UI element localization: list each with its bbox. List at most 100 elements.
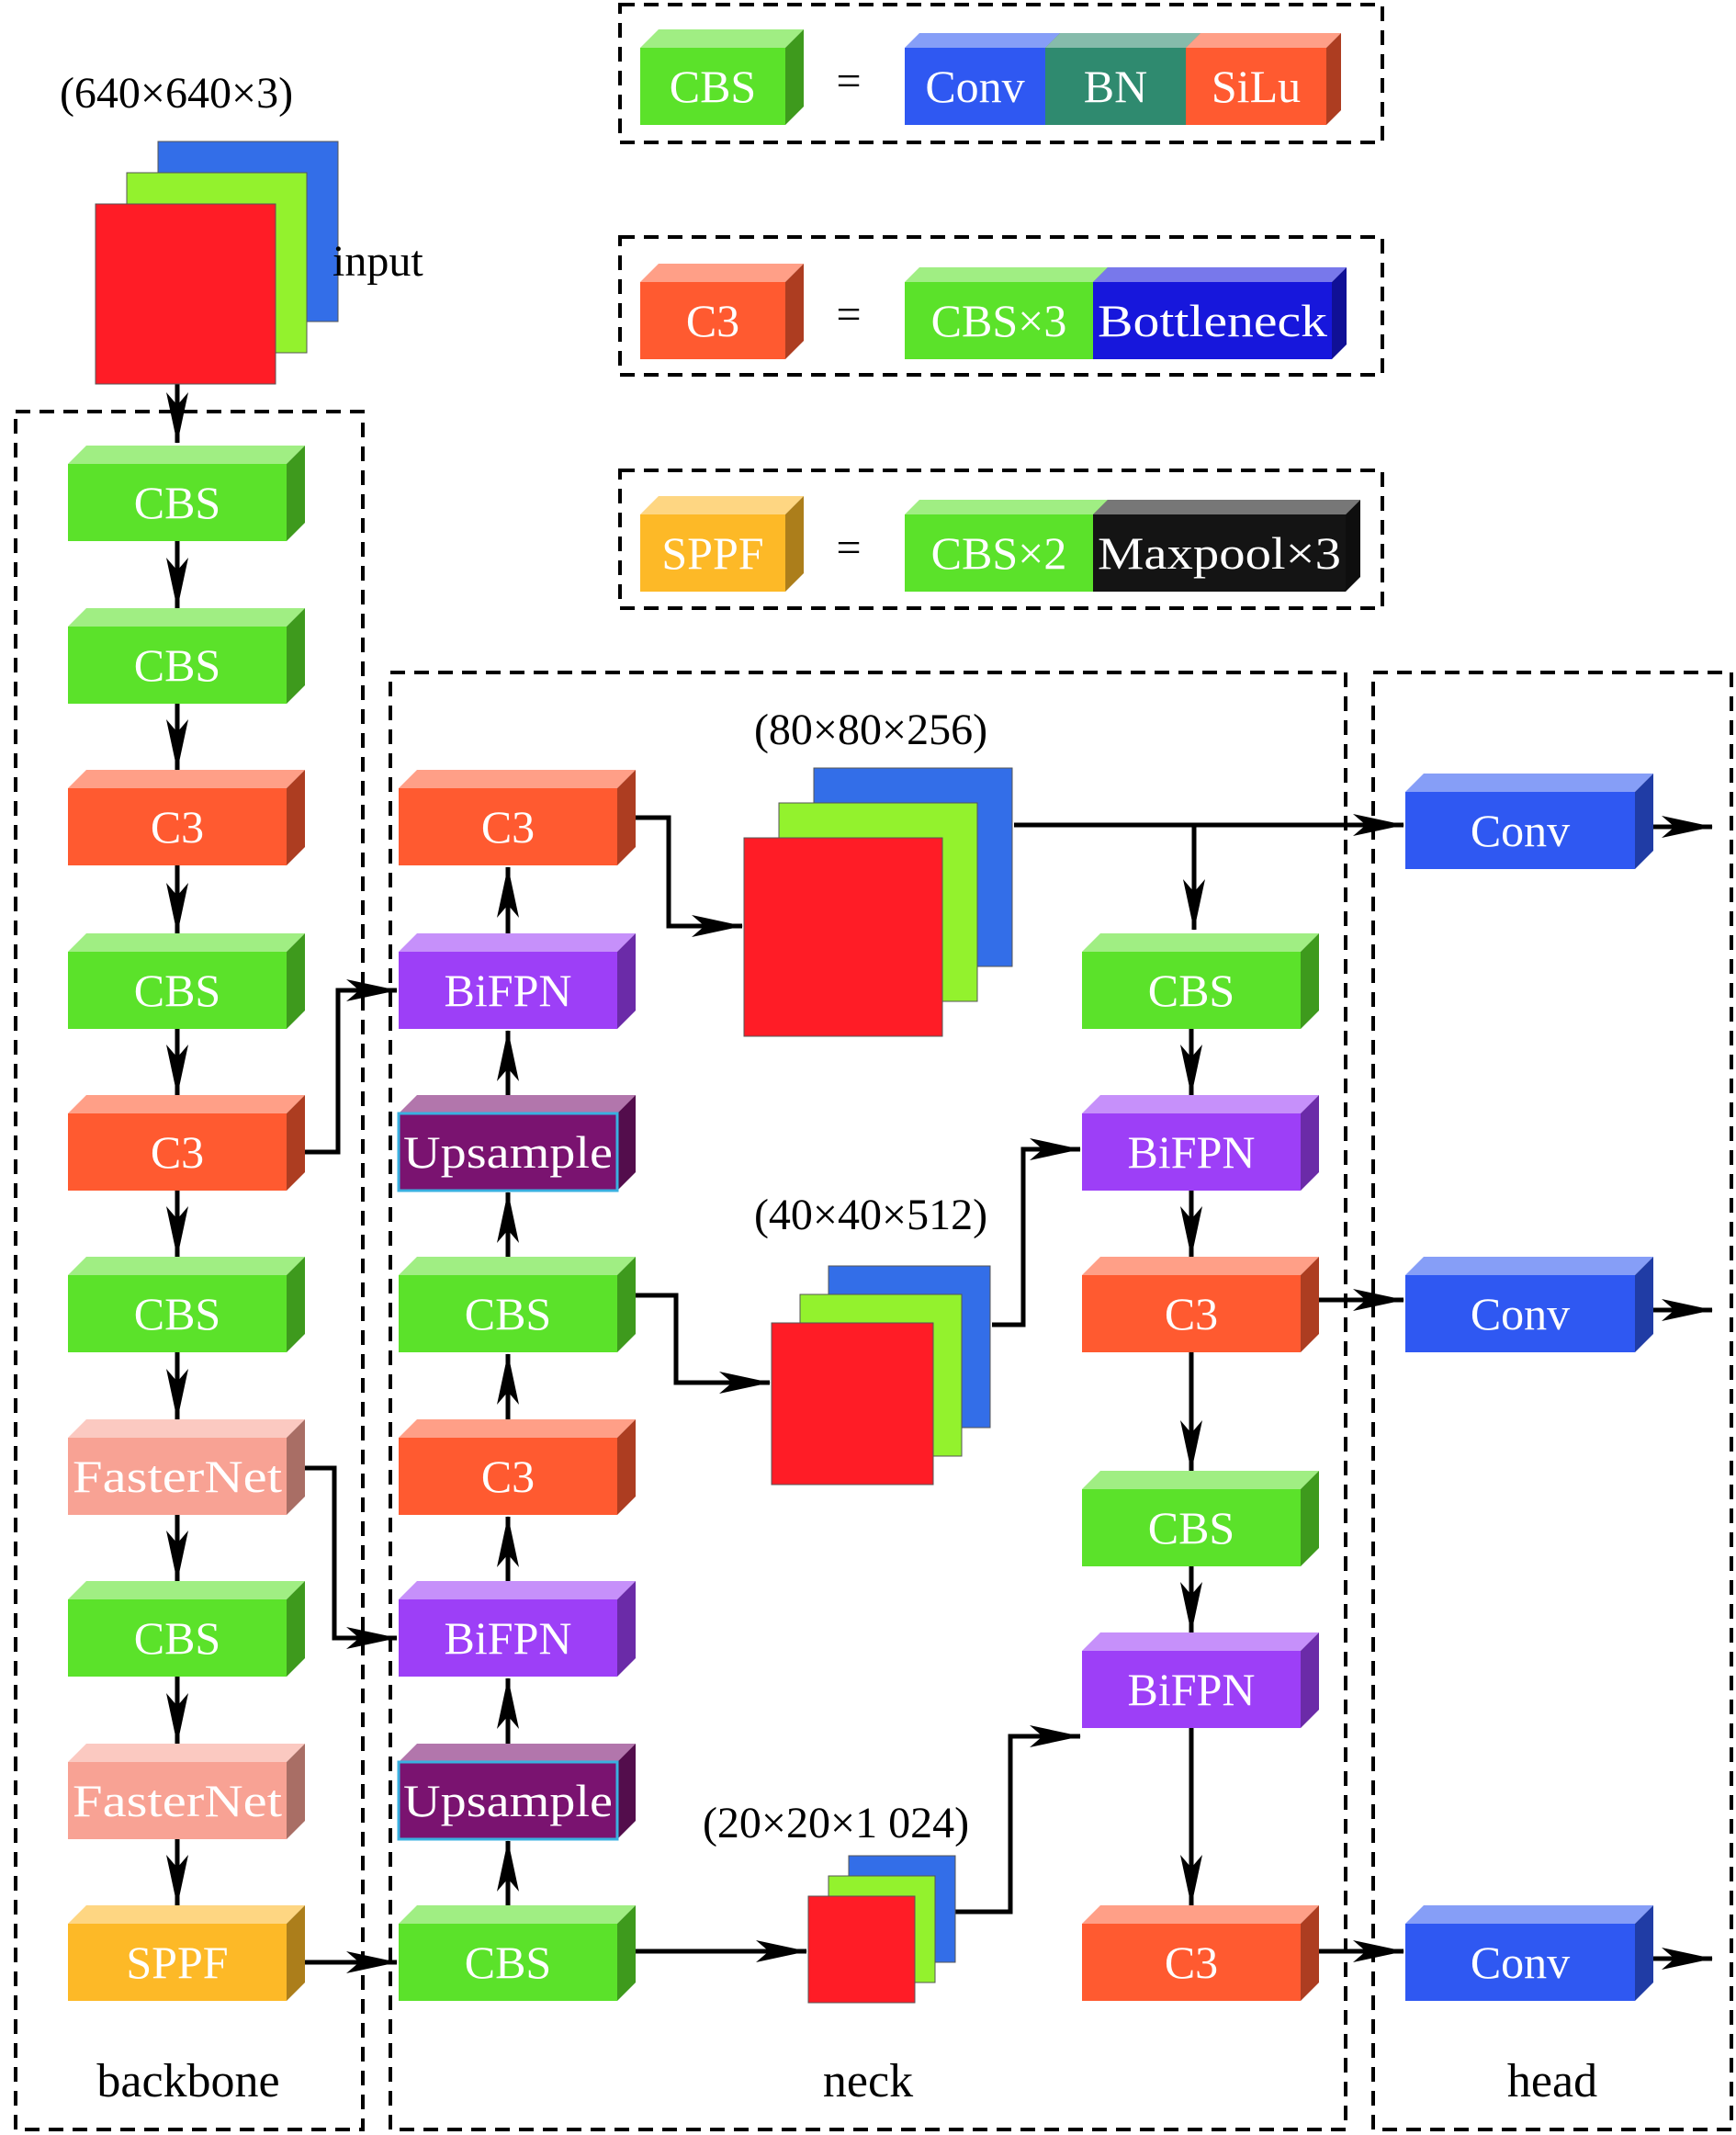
neck-col2-block-1-cbs: CBS <box>1082 933 1319 1029</box>
block-top-face <box>1405 774 1653 792</box>
block-front-face <box>1082 1651 1301 1728</box>
input-dims-label: (640×640×3) <box>60 69 293 118</box>
block-label: Conv <box>925 61 1024 112</box>
connector-arrows <box>166 384 1713 1973</box>
block-front-face <box>1405 1924 1635 2001</box>
block-label: FasterNet <box>73 1451 282 1502</box>
feature-map-red <box>771 1322 934 1485</box>
legend-cbs-equals: = <box>836 57 861 106</box>
legend-sppf-part-maxpool: Maxpool×3 <box>1093 500 1360 592</box>
block-side-face <box>1635 774 1653 869</box>
block-side-face <box>617 1581 636 1677</box>
feature-stack-80 <box>743 767 1013 1037</box>
block-front-face <box>905 514 1093 592</box>
legend-c3-equals: = <box>836 290 861 339</box>
feature-map-red <box>95 203 276 385</box>
block-front-face <box>68 1438 287 1515</box>
block-front-face <box>68 1599 287 1677</box>
arrow-fasternet-to-bifpn <box>305 1465 398 1649</box>
backbone-block-7-fasternet: FasterNet <box>68 1419 305 1515</box>
neck-col2-block-3-c3: C3 <box>1082 1257 1319 1352</box>
block-top-face <box>68 770 305 788</box>
neck-col1-block-6-bifpn: BiFPN <box>399 1581 636 1677</box>
block-top-face <box>68 933 305 952</box>
block-front-face <box>399 952 617 1029</box>
neck-col2-block-6-c3: C3 <box>1082 1905 1319 2001</box>
backbone-block-2-cbs: CBS <box>68 608 305 704</box>
block-front-face <box>68 1924 287 2001</box>
arrow-cbs-to-feature-40 <box>636 1293 771 1394</box>
legend-cbs-part-silu: SiLu <box>1186 33 1341 125</box>
neck-col1-block-8-cbs: CBS <box>399 1905 636 2001</box>
block-front-face <box>1082 1924 1301 2001</box>
section-label-head: head <box>1507 2055 1597 2107</box>
feature-stack-20 <box>807 1855 956 2004</box>
block-top-face <box>68 608 305 627</box>
block-label: SiLu <box>1212 61 1301 112</box>
block-side-face <box>785 264 804 359</box>
backbone-block-9-fasternet: FasterNet <box>68 1744 305 1839</box>
block-label: CBS <box>1148 965 1235 1016</box>
block-top-face <box>68 1419 305 1438</box>
block-side-face <box>287 1257 305 1352</box>
block-side-face <box>287 608 305 704</box>
legend-c3-block: C3 <box>640 264 804 359</box>
block-label: CBS <box>670 61 757 112</box>
block-top-face <box>399 1744 636 1762</box>
block-label: C3 <box>151 801 204 853</box>
arrow-c3-to-feature-80 <box>636 815 743 937</box>
backbone-block-5-c3: C3 <box>68 1095 305 1191</box>
backbone-block-6-cbs: CBS <box>68 1257 305 1352</box>
block-label: Upsample <box>403 1775 613 1826</box>
block-top-face <box>1093 267 1347 282</box>
backbone-block-3-c3: C3 <box>68 770 305 865</box>
block-side-face <box>1346 500 1360 592</box>
block-label: CBS×2 <box>931 527 1067 579</box>
block-label: Conv <box>1471 1288 1570 1339</box>
block-top-face <box>399 1419 636 1438</box>
block-side-face <box>287 446 305 541</box>
feature-map-red <box>743 837 943 1037</box>
block-front-face <box>399 1599 617 1677</box>
section-label-neck: neck <box>823 2055 913 2107</box>
arrow-backbone-c3-to-bifpn <box>305 979 398 1155</box>
feature-dims-80: (80×80×256) <box>754 706 987 754</box>
block-side-face <box>1301 933 1319 1029</box>
head-block-3-conv: Conv <box>1405 1905 1653 2001</box>
block-label: CBS <box>134 1288 221 1339</box>
block-side-face <box>617 1905 636 2001</box>
block-label: C3 <box>481 801 535 853</box>
block-top-face <box>68 446 305 464</box>
block-label: Bottleneck <box>1098 295 1327 346</box>
block-front-face <box>640 514 785 592</box>
block-label: BiFPN <box>445 1612 572 1664</box>
block-side-face <box>287 933 305 1029</box>
neck-col1-block-2-bifpn: BiFPN <box>399 933 636 1029</box>
block-label: C3 <box>1165 1937 1218 1988</box>
block-top-face <box>1093 500 1360 514</box>
backbone-block-1-cbs: CBS <box>68 446 305 541</box>
backbone-frame <box>14 410 365 2131</box>
block-side-face <box>1301 1905 1319 2001</box>
block-front-face <box>905 282 1093 359</box>
block-top-face <box>399 770 636 788</box>
block-label: CBS <box>465 1288 552 1339</box>
feature-maps <box>95 141 1013 2004</box>
block-side-face <box>1326 33 1341 125</box>
block-front-face <box>68 1762 287 1839</box>
block-label: Maxpool×3 <box>1098 527 1341 579</box>
block-side-face <box>287 1095 305 1191</box>
block-front-face <box>1405 1275 1635 1352</box>
block-top-face <box>68 1905 305 1924</box>
block-side-face <box>1301 1632 1319 1728</box>
neck-col1-block-4-cbs: CBS <box>399 1257 636 1352</box>
block-top-face <box>1186 33 1341 48</box>
section-label-backbone: backbone <box>96 2055 279 2107</box>
block-side-face <box>1301 1257 1319 1352</box>
block-front-face <box>399 1438 617 1515</box>
legend-c3-frame <box>618 235 1384 377</box>
block-front-face <box>68 627 287 704</box>
neck-col1-block-5-c3: C3 <box>399 1419 636 1515</box>
block-label: FasterNet <box>73 1775 282 1826</box>
